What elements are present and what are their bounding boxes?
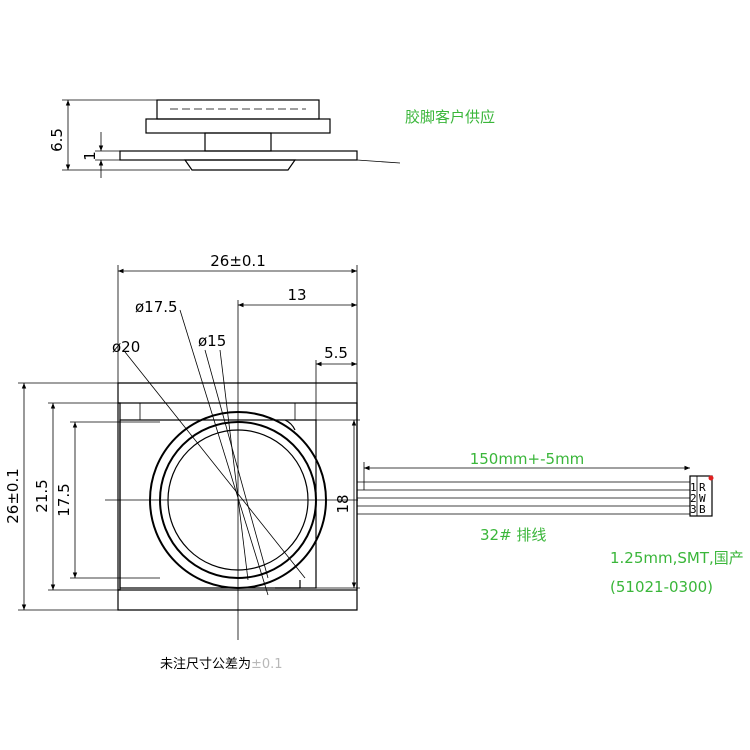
leader-d17-5 <box>179 309 269 596</box>
pin-2-color: W <box>699 492 706 505</box>
side-view: 6.5 1 <box>48 99 401 178</box>
top-view: ø17.5 ø20 ø15 26±0.1 13 5.5 26±0.1 21.5 … <box>4 252 360 640</box>
supply-note: 胶脚客户供应 <box>405 108 495 126</box>
dim-21-5-label: 21.5 <box>33 479 51 512</box>
connector-part: (51021-0300) <box>610 578 713 596</box>
dia-17-5-label: ø17.5 <box>135 298 178 316</box>
tolerance-value: ±0.1 <box>251 657 283 672</box>
pin-1-color: R <box>699 481 706 494</box>
pin-1-marker <box>708 475 714 481</box>
leader-d20 <box>124 351 306 579</box>
dim-5-5-label: 5.5 <box>324 344 348 362</box>
dim-width-label: 26±0.1 <box>210 252 266 270</box>
cable-stub <box>356 159 401 164</box>
dia-15-label: ø15 <box>198 332 226 350</box>
dim-17-5-label: 17.5 <box>55 483 73 516</box>
ribbon-cable: 150mm+-5mm 32# 排线 1 R 2 W 3 B 1.25mm,SMT… <box>357 450 744 596</box>
top-cap <box>156 99 320 120</box>
dim-6-5-label: 6.5 <box>48 128 66 152</box>
dia-20-label: ø20 <box>112 338 140 356</box>
neck <box>204 132 272 152</box>
pin-3-color: B <box>699 503 706 516</box>
dim-height-label: 26±0.1 <box>4 468 22 524</box>
dim-13-label: 13 <box>287 286 306 304</box>
flange <box>145 118 331 134</box>
dim-1-label: 1 <box>81 151 99 161</box>
connector-body <box>689 475 713 517</box>
dim-18-label: 18 <box>334 494 352 513</box>
leader-d15 <box>204 349 269 579</box>
cable-length-label: 150mm+-5mm <box>470 450 585 468</box>
adhesive-foot <box>183 159 297 171</box>
connector-spec: 1.25mm,SMT,国产 <box>610 549 744 567</box>
ribbon-label: 32# 排线 <box>480 526 546 544</box>
tolerance-prefix: 未注尺寸公差为 <box>160 657 251 672</box>
pin-1-number: 1 <box>690 481 697 494</box>
frame-inner-band <box>117 402 358 591</box>
pin-3-number: 3 <box>690 503 697 516</box>
tolerance-note: 未注尺寸公差为±0.1 <box>160 657 283 672</box>
pin-2-number: 2 <box>690 492 697 505</box>
base-plate <box>119 150 358 161</box>
